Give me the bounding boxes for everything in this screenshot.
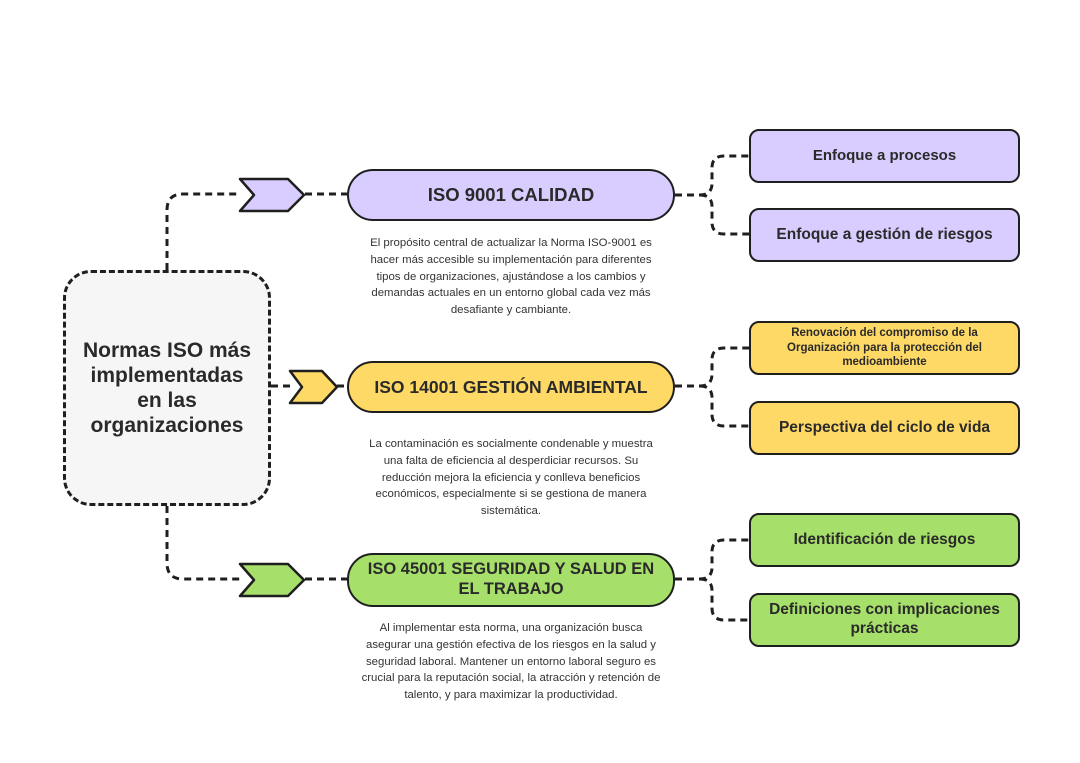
root-node: Normas ISO más implementadas en las orga… [63, 270, 271, 506]
root-label: Normas ISO más implementadas en las orga… [82, 338, 252, 438]
branch-iso-45001: ISO 45001 SEGURIDAD Y SALUD EN EL TRABAJ… [347, 553, 675, 607]
leaf-label: Enfoque a procesos [812, 147, 957, 164]
leaf-ciclo-vida: Perspectiva del ciclo de vida [749, 401, 1020, 455]
leaf-identificacion-riesgos: Identificación de riesgos [749, 513, 1020, 567]
leaf-label: Definiciones con implicaciones prácticas [769, 601, 1000, 637]
chevron-arrow-icon [238, 562, 306, 598]
leaf-label: Enfoque a gestión de riesgos [776, 225, 993, 243]
leaf-label: Perspectiva del ciclo de vida [778, 418, 991, 436]
leaf-renovacion-compromiso: Renovación del compromiso de la Organiza… [749, 321, 1020, 375]
chevron-arrow-icon [288, 369, 339, 405]
branch-title: ISO 14001 GESTIÓN AMBIENTAL [374, 376, 648, 397]
leaf-label: Identificación de riesgos [793, 530, 976, 548]
leaf-label: Renovación del compromiso de la Organiza… [787, 327, 982, 369]
leaf-enfoque-procesos: Enfoque a procesos [749, 129, 1020, 183]
branch-title: ISO 45001 SEGURIDAD Y SALUD EN EL TRABAJ… [367, 560, 655, 598]
branch-title: ISO 9001 CALIDAD [427, 183, 595, 205]
chevron-arrow-icon [238, 177, 306, 213]
leaf-enfoque-riesgos: Enfoque a gestión de riesgos [749, 208, 1020, 262]
branch-iso-9001: ISO 9001 CALIDAD [347, 169, 675, 221]
branch-description: Al implementar esta norma, una organizac… [361, 622, 661, 702]
branch-iso-14001: ISO 14001 GESTIÓN AMBIENTAL [347, 361, 675, 413]
branch-description: La contaminación es socialmente condenab… [369, 438, 653, 518]
leaf-definiciones: Definiciones con implicaciones prácticas [749, 593, 1020, 647]
branch-description: El propósito central de actualizar la No… [370, 237, 652, 317]
